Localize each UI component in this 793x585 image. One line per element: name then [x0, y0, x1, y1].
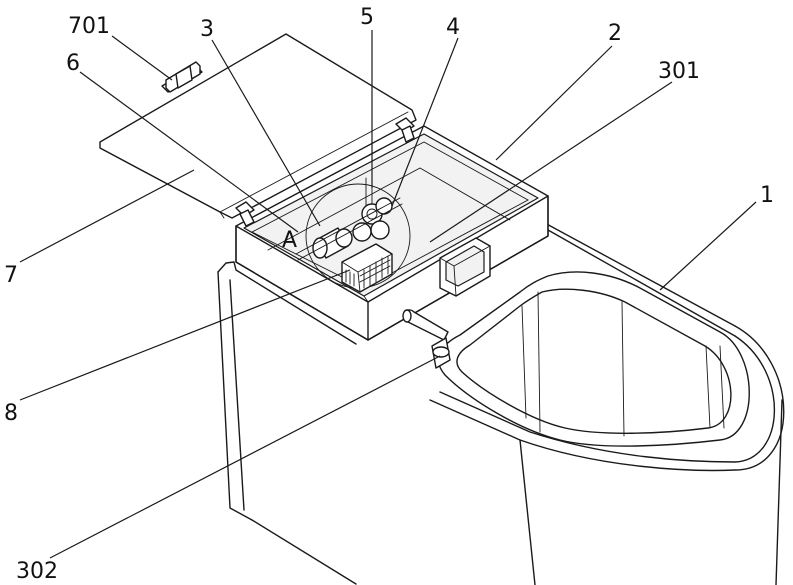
bracket-301 — [439, 237, 491, 297]
reference-numerals: 701 3 5 4 2 6 301 1 A 7 8 302 — [4, 5, 774, 584]
label-5: 5 — [360, 5, 374, 30]
label-2: 2 — [608, 21, 622, 46]
label-4: 4 — [446, 15, 460, 40]
label-3: 3 — [200, 17, 214, 42]
mechanism-assembly — [295, 177, 411, 293]
latch-701 — [161, 61, 203, 93]
label-a: A — [282, 228, 297, 253]
label-6: 6 — [66, 51, 80, 76]
pipe-302 — [402, 309, 451, 369]
label-7: 7 — [4, 263, 18, 288]
lid-7 — [99, 33, 417, 227]
label-301: 301 — [658, 59, 700, 84]
label-1: 1 — [760, 183, 774, 208]
label-701: 701 — [68, 14, 110, 39]
leader-lines — [19, 30, 757, 559]
toilet-body — [217, 221, 785, 585]
label-8: 8 — [4, 401, 18, 426]
label-302: 302 — [16, 559, 58, 584]
